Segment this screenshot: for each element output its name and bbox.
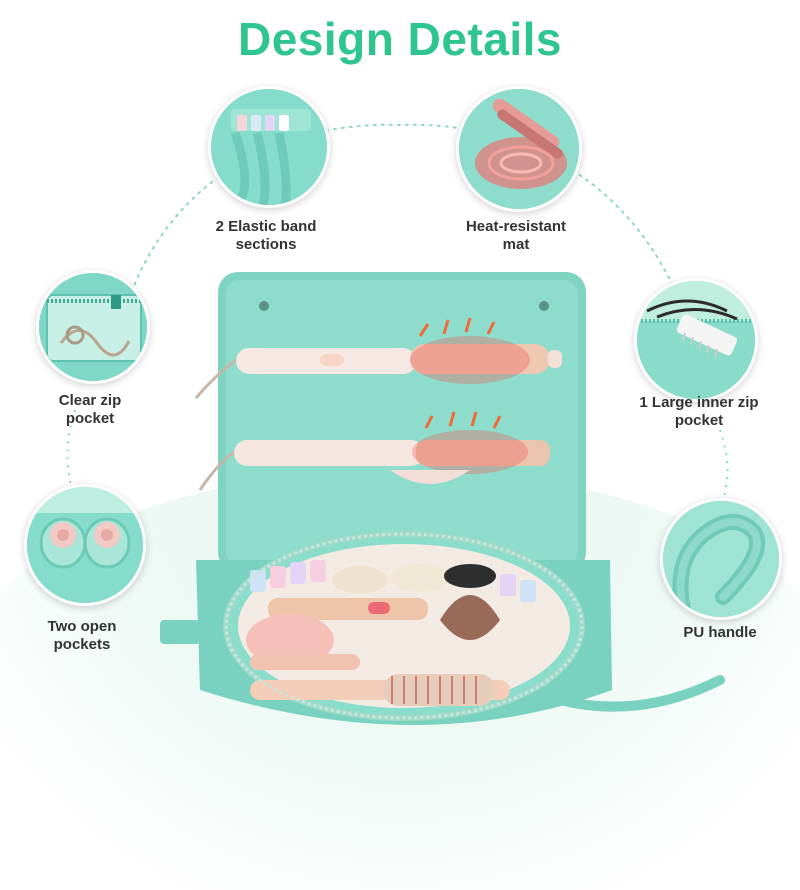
elastic-band-icon — [208, 86, 330, 208]
inner-zip-icon — [634, 278, 758, 402]
heat-mat-icon — [456, 86, 582, 212]
feature-label-heat: Heat-resistant mat — [465, 218, 567, 253]
feature-label-handle: PU handle — [683, 624, 757, 641]
product-illustration — [160, 272, 725, 725]
feature-label-inner-zip: 1 Large inner zip pocket — [639, 394, 759, 429]
feature-label-elastic: 2 Elastic band sections — [215, 218, 317, 253]
bag-body — [160, 531, 725, 725]
open-pockets-icon — [24, 484, 146, 606]
clear-pocket-icon — [36, 270, 150, 384]
feature-label-clear-pocket: Clear zip pocket — [58, 392, 122, 427]
page-title: Design Details — [238, 13, 562, 65]
curling-iron — [194, 317, 562, 399]
handle-icon — [660, 498, 782, 620]
flat-iron — [198, 411, 550, 491]
heat-mat-panel — [218, 272, 586, 572]
feature-label-open-pockets: Two open pockets — [47, 618, 117, 653]
